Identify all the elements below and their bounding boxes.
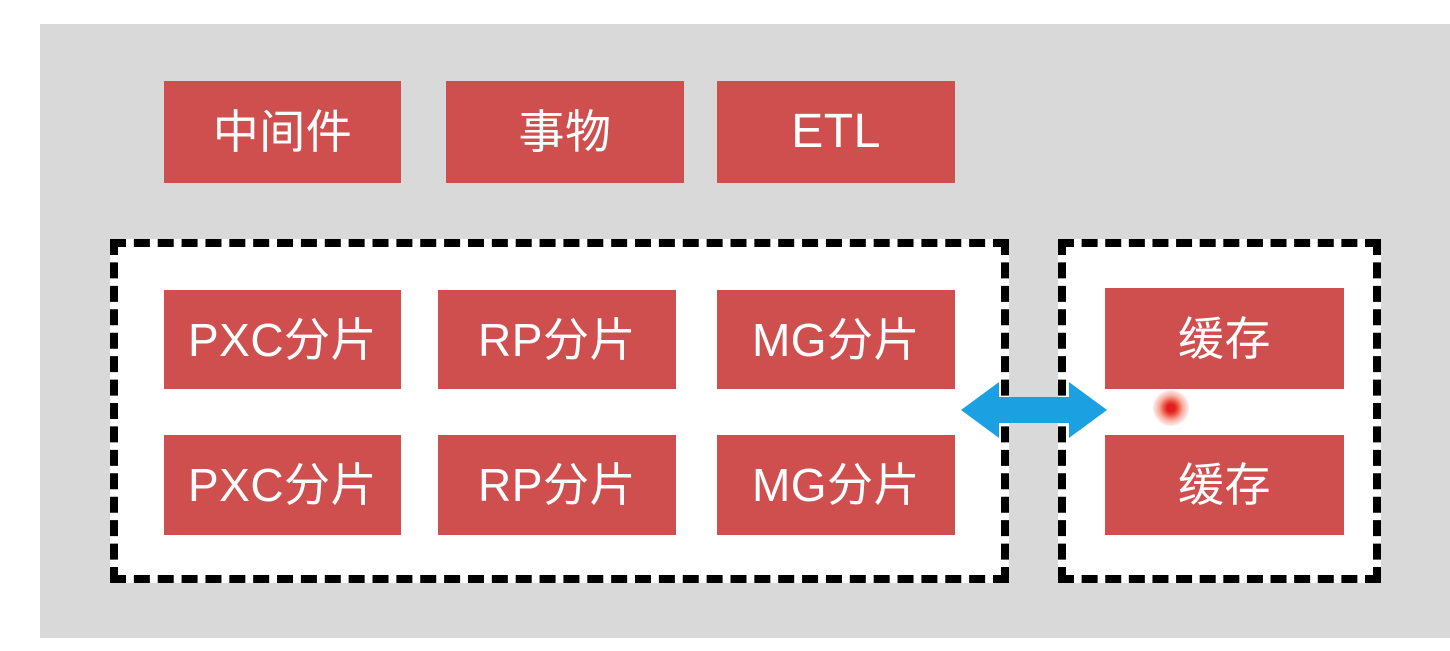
node-label-mg-shard-2: MG分片 <box>751 459 921 511</box>
node-label-pxc-shard-2: PXC分片 <box>187 459 378 511</box>
node-label-rp-shard-2: RP分片 <box>478 459 636 511</box>
node-box-mg-shard-2[interactable]: MG分片 <box>717 435 955 535</box>
node-label-cache-2: 缓存 <box>1178 459 1271 511</box>
node-box-cache-2[interactable]: 缓存 <box>1105 435 1344 535</box>
node-box-middleware[interactable]: 中间件 <box>164 81 401 183</box>
node-box-pxc-shard-2[interactable]: PXC分片 <box>164 435 401 535</box>
node-box-rp-shard-2[interactable]: RP分片 <box>438 435 676 535</box>
node-box-transaction[interactable]: 事物 <box>446 81 684 183</box>
node-box-mg-shard-1[interactable]: MG分片 <box>717 290 955 389</box>
node-label-etl: ETL <box>791 105 881 158</box>
node-box-pxc-shard-1[interactable]: PXC分片 <box>164 290 401 389</box>
node-box-cache-1[interactable]: 缓存 <box>1105 288 1344 389</box>
node-box-etl[interactable]: ETL <box>717 81 955 183</box>
node-label-middleware: 中间件 <box>212 106 353 158</box>
mouse-cursor <box>1153 390 1189 426</box>
node-label-pxc-shard-1: PXC分片 <box>187 313 378 366</box>
bidirectional-arrow-icon <box>961 380 1107 440</box>
node-box-rp-shard-1[interactable]: RP分片 <box>438 290 676 389</box>
node-label-rp-shard-1: RP分片 <box>478 313 636 366</box>
node-label-cache-1: 缓存 <box>1178 312 1271 365</box>
node-label-transaction: 事物 <box>518 106 612 158</box>
node-label-mg-shard-1: MG分片 <box>751 313 921 366</box>
